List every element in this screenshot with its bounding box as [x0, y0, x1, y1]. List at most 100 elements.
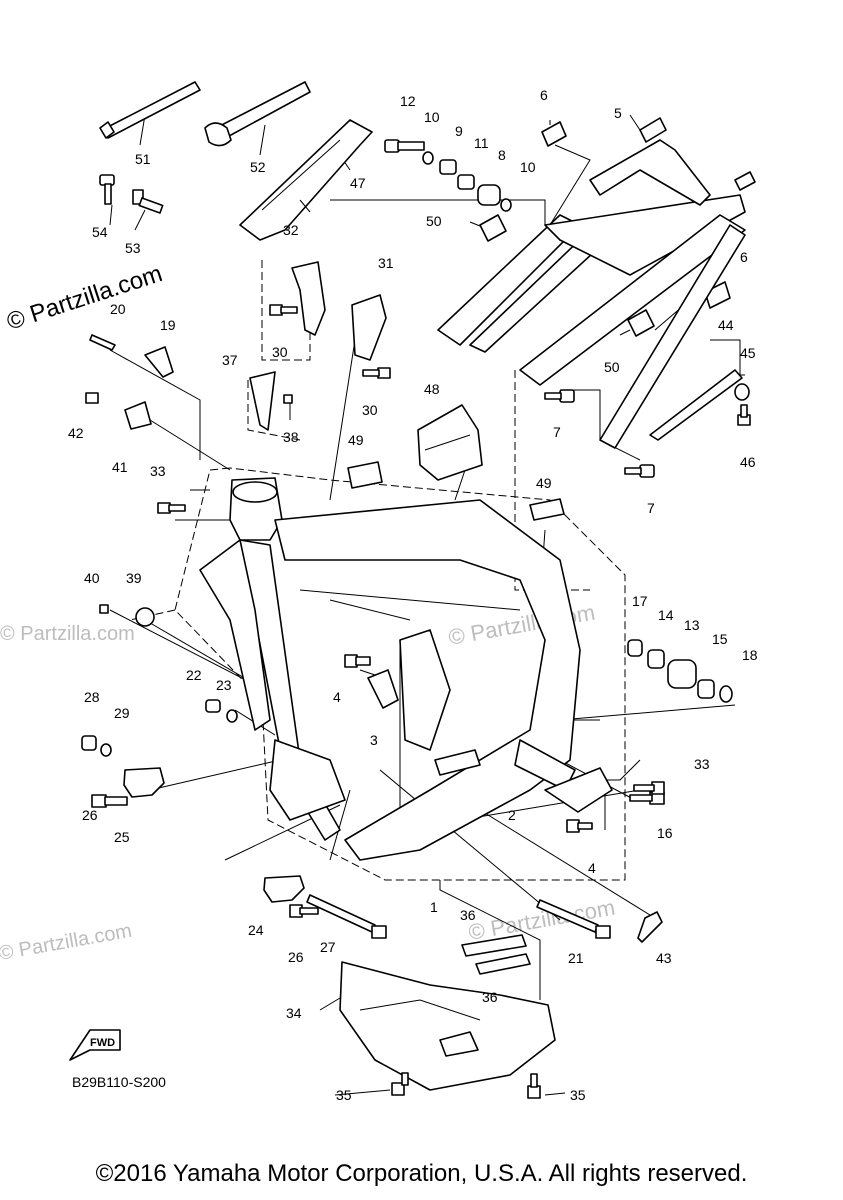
callout-47: 47	[350, 175, 366, 191]
part-4-bolt-right	[566, 819, 593, 833]
callout-45: 45	[740, 345, 756, 361]
part-50-damper-lower	[627, 309, 655, 337]
callout-42: 42	[68, 425, 84, 441]
callout-4-right: 4	[588, 860, 596, 876]
callout-36-lower: 36	[482, 989, 498, 1005]
part-40-screw	[99, 604, 109, 614]
callout-10-left: 10	[424, 109, 440, 125]
callout-41: 41	[112, 459, 128, 475]
callout-29: 29	[114, 705, 130, 721]
part-17-collar	[627, 639, 643, 657]
part-16-bolt	[633, 781, 665, 795]
watermark-left: © Partzilla.com	[0, 623, 135, 645]
part-39-clamp	[135, 607, 155, 627]
callout-43: 43	[656, 950, 672, 966]
part-54-bolt	[99, 174, 115, 205]
part-7-bolt-lower	[624, 464, 655, 478]
callout-13: 13	[684, 617, 700, 633]
callout-30-right: 30	[362, 402, 378, 418]
part-3-bracket	[367, 669, 399, 709]
frame-parts-diagram: © Partzilla.com © Partzilla.com © Partzi…	[0, 81, 758, 1103]
part-18-washer	[719, 685, 733, 703]
callout-35-right: 35	[570, 1087, 586, 1103]
callout-24: 24	[248, 922, 264, 938]
part-10b-washer	[500, 198, 512, 212]
part-49-guide-left	[347, 461, 383, 489]
part-5-rear-frame	[437, 117, 756, 449]
callout-4-left: 4	[333, 689, 341, 705]
callout-49-right: 49	[536, 475, 552, 491]
part-9-collar	[439, 159, 457, 175]
part-43-pin	[637, 911, 663, 943]
callout-34: 34	[286, 1005, 302, 1021]
part-45-collar	[734, 383, 750, 401]
part-4-bolt-left	[344, 654, 371, 668]
callout-26-left: 26	[82, 807, 98, 823]
part-47-chain-guide	[239, 119, 373, 241]
callout-31: 31	[378, 255, 394, 271]
part-26-bolt-lower	[289, 904, 319, 918]
callout-26-lower: 26	[288, 949, 304, 965]
part-53-bolt	[132, 189, 164, 214]
part-30-bolt-right	[362, 367, 391, 379]
part-46-bolt	[737, 404, 751, 426]
part-29-washer	[100, 743, 112, 757]
part-27-bolt	[306, 894, 387, 939]
part-2-engine-bracket	[544, 767, 613, 813]
part-41-holder	[124, 401, 152, 430]
callout-22: 22	[186, 667, 202, 683]
part-10-washer	[422, 151, 434, 165]
callout-36-upper: 36	[460, 907, 476, 923]
callout-50-lower: 50	[604, 359, 620, 375]
part-35-bolt-right	[527, 1073, 541, 1099]
callout-32: 32	[283, 222, 299, 238]
callout-6-top: 6	[540, 87, 548, 103]
callout-6-right: 6	[740, 249, 748, 265]
watermark-bottom-left: © Partzilla.com	[0, 920, 134, 965]
callout-30-left: 30	[272, 344, 288, 360]
callout-3: 3	[370, 732, 378, 748]
part-35-bolt-left	[391, 1072, 409, 1096]
part-38-screw	[283, 394, 293, 404]
callout-17: 17	[632, 593, 648, 609]
part-48-cover	[417, 404, 483, 481]
fwd-label: FWD	[90, 1037, 115, 1049]
part-30-bolt-left	[269, 304, 298, 316]
callout-5: 5	[614, 105, 622, 121]
callout-10-right: 10	[520, 159, 536, 175]
callout-27: 27	[320, 939, 336, 955]
part-14-collar	[647, 649, 665, 669]
part-42-bolt	[85, 392, 99, 404]
part-33-bolt-right	[629, 791, 665, 805]
partzilla-watermark: © Partzilla.com	[4, 260, 166, 336]
callout-54: 54	[92, 224, 108, 240]
callout-48: 48	[424, 381, 440, 397]
part-21-bolt	[536, 899, 611, 939]
callout-1: 1	[430, 899, 438, 915]
part-6-label-top	[541, 121, 567, 147]
part-8-bushing	[477, 184, 501, 206]
part-15-collar	[697, 679, 715, 699]
part-36-pad-upper	[461, 934, 527, 957]
diagram-code: B29B110-S200	[72, 1074, 166, 1090]
part-19-clip	[144, 346, 174, 378]
callout-21: 21	[568, 950, 584, 966]
part-37-clamp	[249, 371, 276, 431]
part-31-bracket	[351, 294, 387, 361]
part-49-guide-right	[529, 498, 565, 521]
part-24-plate	[263, 875, 305, 903]
part-23-washer	[226, 709, 238, 723]
part-1-main-frame	[199, 477, 581, 861]
callout-37: 37	[222, 352, 238, 368]
part-28-nut	[81, 735, 97, 751]
callout-35-left: 35	[336, 1087, 352, 1103]
part-26-bolt-left	[91, 794, 128, 808]
callout-49-left: 49	[348, 432, 364, 448]
callout-33-left: 33	[150, 463, 166, 479]
callout-40: 40	[84, 570, 100, 586]
callout-38: 38	[283, 429, 299, 445]
part-22-nut	[205, 699, 221, 713]
callout-numbers: 1 2 3 4 4 5 6 6 7 7 8 9 10 10 11 12 13 1…	[68, 87, 758, 1103]
part-12-bolt	[384, 139, 425, 153]
part-13-bushing	[667, 659, 697, 689]
